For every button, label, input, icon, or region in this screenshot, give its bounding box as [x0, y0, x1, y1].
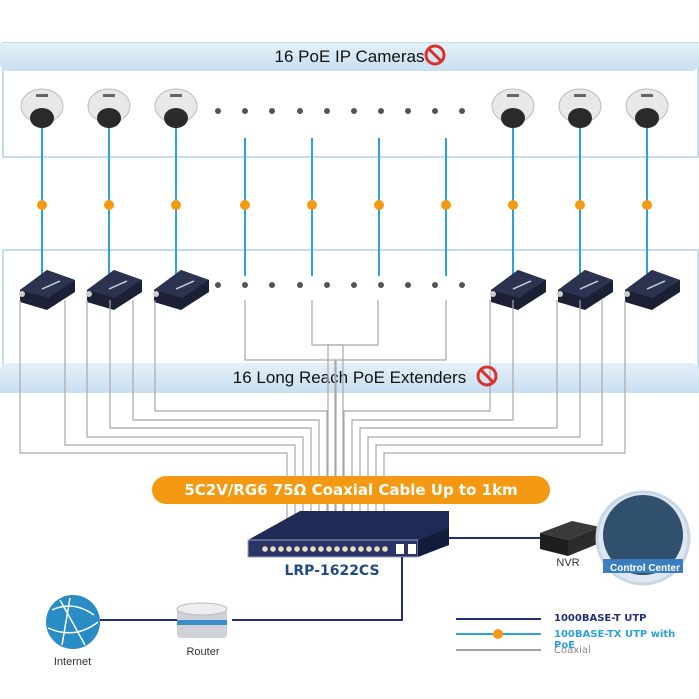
no-power-slash: [479, 368, 495, 384]
extenders-title-text: 16 Long Reach PoE Extenders: [232, 368, 467, 387]
ip-camera-icon: [87, 88, 131, 128]
ellipsis-dot: [432, 108, 438, 114]
coaxial-cable: [244, 300, 336, 548]
legend-coax-label: Coaxial: [554, 645, 591, 656]
coaxial-cable: [86, 300, 304, 548]
extenders-band: [0, 363, 699, 393]
poe-extender-icon: [624, 270, 680, 310]
lrp-1622cs-switch-icon: [247, 511, 449, 558]
poe-badge-icon: [508, 200, 518, 210]
legend-poe-badge-icon: [493, 629, 503, 639]
poe-extender-icon: [86, 270, 142, 310]
switch-model-label: LRP-1622CS: [284, 563, 380, 579]
poe-badge-icon: [104, 200, 114, 210]
ip-camera-icon: [625, 88, 669, 128]
cameras-title-text: 16 PoE IP Cameras: [274, 47, 425, 66]
coaxial-cable: [109, 300, 312, 548]
no-power-slash: [427, 47, 443, 63]
poe-badge-icon: [374, 200, 384, 210]
ellipsis-dot: [324, 108, 330, 114]
ellipsis-dot: [269, 108, 275, 114]
ellipsis-dot: [405, 108, 411, 114]
ellipsis-dot: [215, 108, 221, 114]
no-power-plug-icon: [424, 44, 446, 66]
nvr-icon: [540, 521, 600, 556]
cameras-band: [0, 43, 699, 71]
poe-badge-icon: [642, 200, 652, 210]
ip-camera-icon: [558, 88, 602, 128]
ellipsis-dot: [269, 282, 275, 288]
ellipsis-dot: [432, 282, 438, 288]
ellipsis-dot: [378, 108, 384, 114]
coaxial-cable: [359, 300, 558, 548]
utp-cable-switch-router: [232, 557, 403, 621]
poe-badge-icon: [240, 200, 250, 210]
control-center-label: Control Center: [610, 563, 680, 574]
control-center-banner: [603, 559, 683, 573]
poe-badge-icon: [307, 200, 317, 210]
ellipsis-dot: [242, 282, 248, 288]
ellipsis-dot: [215, 282, 221, 288]
poe-badge-icon: [441, 200, 451, 210]
coaxial-cable: [367, 300, 581, 548]
ellipsis-dot: [459, 108, 465, 114]
coaxial-cable: [19, 300, 288, 548]
ellipsis-dot: [324, 282, 330, 288]
poe-extender-icon: [557, 270, 613, 310]
nvr-label: NVR: [556, 557, 580, 569]
poe-badge-icon: [575, 200, 585, 210]
router-label: Router: [186, 646, 220, 658]
coax-cable-banner: 5C2V/RG6 75Ω Coaxial Cable Up to 1km: [152, 476, 550, 504]
ip-camera-icon: [20, 88, 64, 128]
coaxial-cable: [335, 300, 447, 548]
internet-globe-lines: [47, 597, 99, 646]
poe-extender-icon: [153, 270, 209, 310]
coaxial-cable: [132, 300, 320, 548]
cameras-title: 16 PoE IP Cameras: [0, 47, 699, 67]
internet-label: Internet: [53, 656, 92, 668]
ellipsis-dot: [297, 282, 303, 288]
ellipsis-dot: [351, 282, 357, 288]
extenders-title: 16 Long Reach PoE Extenders: [0, 368, 699, 388]
poe-extender-icon: [19, 270, 75, 310]
no-power-plug-icon: [476, 365, 498, 387]
legend-poe-label: 100BASE-TX UTP with PoE: [554, 629, 676, 651]
ellipsis-dot: [405, 282, 411, 288]
ellipsis-dot: [242, 108, 248, 114]
poe-badge-icon: [37, 200, 47, 210]
coaxial-cable: [154, 300, 328, 548]
ellipsis-dot: [378, 282, 384, 288]
coaxial-cable: [327, 300, 379, 548]
coaxial-cable: [383, 300, 626, 548]
ellipsis-dot: [351, 108, 357, 114]
router-icon: [176, 602, 228, 638]
ellipsis-dot: [459, 282, 465, 288]
ellipsis-dot: [297, 108, 303, 114]
legend-utp-label: 1000BASE-T UTP: [554, 613, 647, 624]
coaxial-cable: [64, 300, 296, 548]
ip-camera-icon: [154, 88, 198, 128]
poe-extender-icon: [490, 270, 546, 310]
ip-camera-icon: [491, 88, 535, 128]
poe-badge-icon: [171, 200, 181, 210]
coaxial-cable: [343, 300, 491, 548]
control-center-screens-icon: [603, 495, 683, 575]
coaxial-cable: [375, 300, 603, 548]
